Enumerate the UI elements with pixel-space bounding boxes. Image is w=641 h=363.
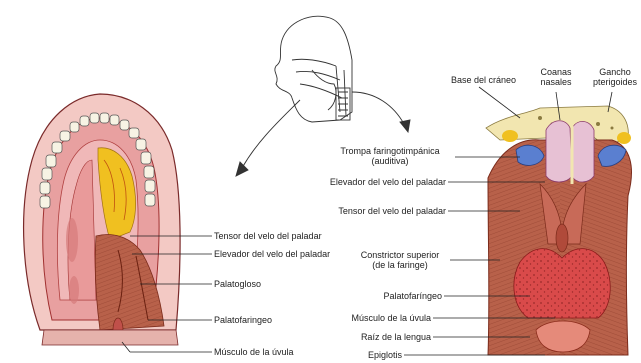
label-constrictor-line2: (de la faringe) <box>352 260 448 270</box>
label-gancho-line2: pterigoides <box>590 77 640 87</box>
label-coanas: Coanas nasales <box>534 67 578 87</box>
label-elevador-velo-right: Elevador del velo del paladar <box>296 177 446 187</box>
label-base-craneo: Base del cráneo <box>451 75 516 85</box>
label-coanas-line2: nasales <box>534 77 578 87</box>
label-tensor-velo-right: Tensor del velo del paladar <box>296 206 446 216</box>
label-gancho-line1: Gancho <box>590 67 640 77</box>
label-palatofaringeo-right: Palatofaríngeo <box>342 291 442 301</box>
label-constrictor-superior: Constrictor superior (de la faringe) <box>352 250 448 270</box>
label-palatofaringeo-left: Palatofaringeo <box>214 315 272 325</box>
label-palatogloso: Palatogloso <box>214 279 261 289</box>
label-constrictor-line1: Constrictor superior <box>352 250 448 260</box>
label-trompa-faringotimpanica: Trompa faringotimpánica (auditiva) <box>326 146 454 166</box>
label-coanas-line1: Coanas <box>534 67 578 77</box>
sagittal-head-sketch <box>275 16 352 122</box>
label-elevador-velo-left: Elevador del velo del paladar <box>214 249 330 259</box>
label-musculo-uvula-left: Músculo de la úvula <box>214 347 294 357</box>
palate-illustration <box>24 94 181 345</box>
label-tensor-velo-left: Tensor del velo del paladar <box>214 231 322 241</box>
label-trompa-line2: (auditiva) <box>326 156 454 166</box>
label-musculo-uvula-right: Músculo de la úvula <box>321 313 431 323</box>
choanae <box>546 121 572 182</box>
label-epiglotis: Epiglotis <box>322 350 402 360</box>
label-gancho-pterigoides: Gancho pterigoides <box>590 67 640 87</box>
label-trompa-line1: Trompa faringotimpánica <box>326 146 454 156</box>
label-raiz-lengua: Raíz de la lengua <box>321 332 431 342</box>
